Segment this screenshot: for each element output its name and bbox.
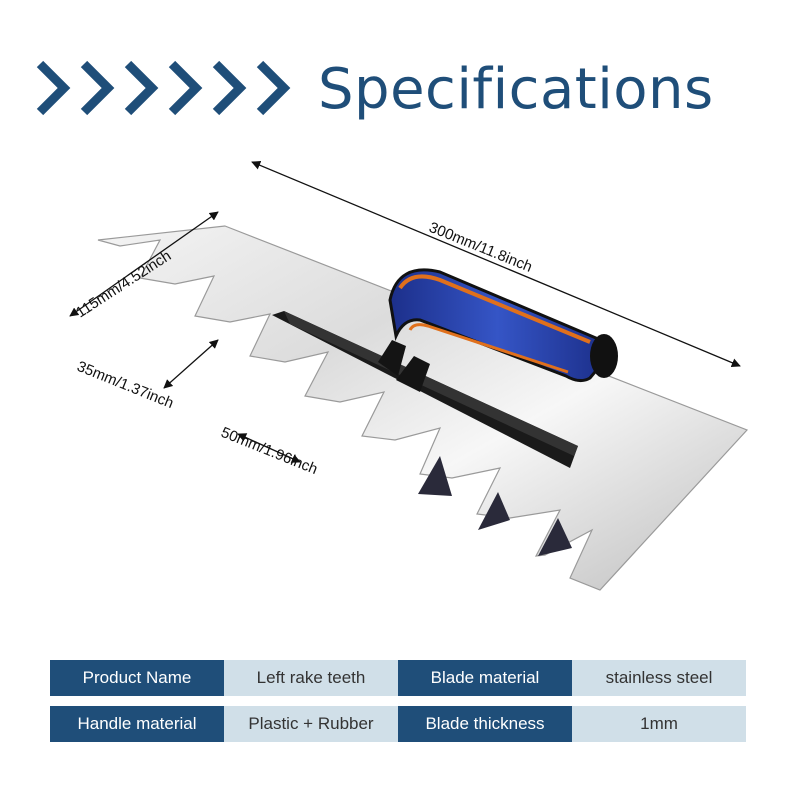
dimension-length-label: 300mm/11.8inch [427, 219, 535, 276]
dimension-tooth-depth-label: 35mm/1.37inch [75, 358, 176, 412]
spec-label-handle-material: Handle material [50, 706, 224, 742]
page-title: Specifications [318, 57, 714, 122]
spec-value-blade-material: stainless steel [572, 660, 746, 696]
tooth-shadows [418, 456, 572, 556]
spec-row: Product Name Left rake teeth Blade mater… [50, 660, 746, 696]
spec-label-product-name: Product Name [50, 660, 224, 696]
dimension-tooth-pitch-label: 50mm/1.96inch [219, 424, 320, 478]
spec-value-product-name: Left rake teeth [224, 660, 398, 696]
spec-label-blade-thickness: Blade thickness [398, 706, 572, 742]
spec-value-blade-thickness: 1mm [572, 706, 746, 742]
specs-table: Product Name Left rake teeth Blade mater… [50, 660, 746, 752]
spec-label-blade-material: Blade material [398, 660, 572, 696]
product-figure: 300mm/11.8inch 115mm/4.52inch 35mm/1.37i… [69, 160, 749, 591]
spec-value-handle-material: Plastic + Rubber [224, 706, 398, 742]
header: Specifications [0, 0, 800, 140]
chevron-right-icon [36, 60, 291, 116]
dimension-width-label: 115mm/4.52inch [73, 247, 174, 321]
spec-row: Handle material Plastic + Rubber Blade t… [50, 706, 746, 742]
